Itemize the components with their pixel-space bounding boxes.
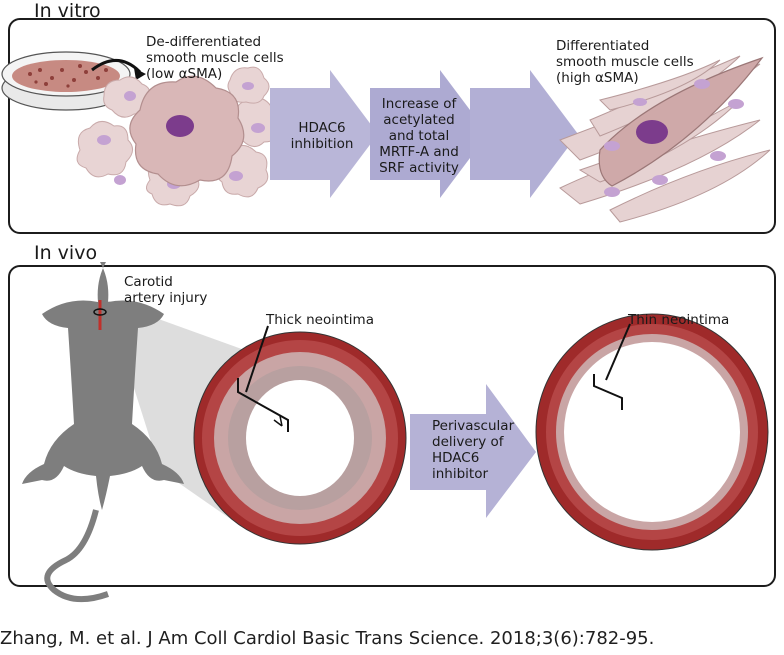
label-line: HDAC6 [298, 120, 346, 136]
label-line: Increase of [381, 96, 457, 112]
curved-arrow-icon [134, 68, 146, 80]
label-line: Carotid [124, 274, 173, 290]
label-line: smooth muscle cells [556, 54, 694, 70]
label-line: smooth muscle cells [146, 50, 284, 66]
label-line: delivery of [432, 434, 504, 450]
thick-neointima-label: Thick neointima [266, 312, 374, 328]
thin-neointima-label: Thin neointima [628, 312, 730, 328]
label-line: and total [388, 128, 450, 144]
progression-arrow-icon [270, 70, 578, 198]
dedifferentiated-label: De-differentiated smooth muscle cells (l… [146, 34, 284, 82]
mouse-icon [22, 262, 184, 603]
hdac6-inhibition-label: HDAC6 inhibition [284, 120, 360, 152]
thin-artery-icon [535, 313, 769, 551]
label-line: acetylated [383, 112, 455, 128]
carotid-injury-label: Carotid artery injury [124, 274, 207, 306]
differentiated-label: Differentiated smooth muscle cells (high… [556, 38, 694, 86]
mrtf-srf-label: Increase of acetylated and total MRTF-A … [362, 96, 476, 176]
label-line: artery injury [124, 290, 208, 306]
in-vivo-title: In vivo [34, 242, 98, 264]
in-vitro-title: In vitro [34, 0, 101, 22]
label-line: MRTF-A and [379, 144, 459, 160]
delivery-arrow-icon [410, 384, 536, 518]
dedifferentiated-cells-icon [76, 66, 282, 207]
citation: Zhang, M. et al. J Am Coll Cardiol Basic… [0, 628, 655, 649]
label-line: (low αSMA) [146, 66, 223, 82]
label-line: Perivascular [432, 418, 515, 434]
label-line: inhibitor [432, 466, 489, 482]
perivascular-delivery-label: Perivascular delivery of HDAC6 inhibitor [432, 418, 514, 482]
label-line: inhibition [290, 136, 354, 152]
petri-dish-icon [1, 51, 131, 111]
label-line: SRF activity [379, 160, 459, 176]
label-line: De-differentiated [146, 34, 262, 50]
label-line: Differentiated [556, 38, 650, 54]
thick-artery-icon [193, 331, 407, 545]
label-line: HDAC6 [432, 450, 480, 466]
label-line: (high αSMA) [556, 70, 639, 86]
